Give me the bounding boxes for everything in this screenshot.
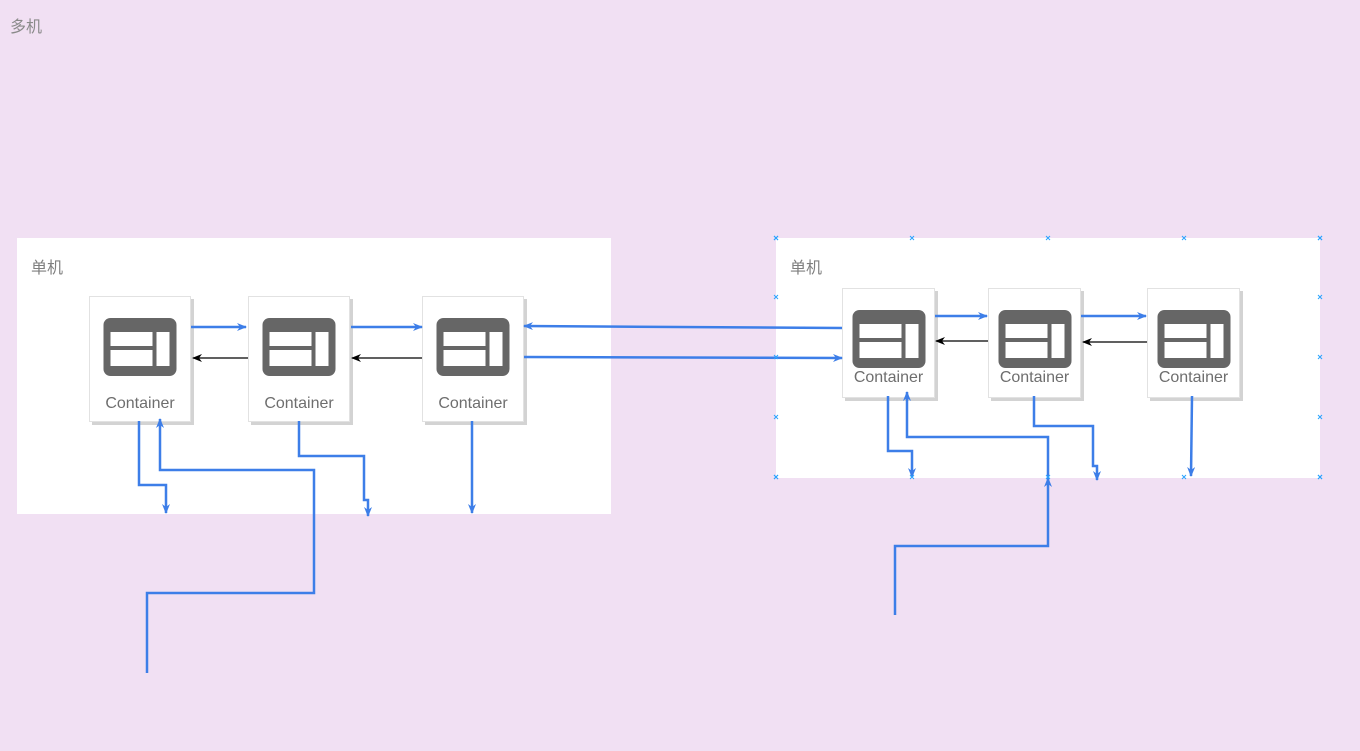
machine-left-label: 单机 xyxy=(31,258,64,277)
container-icon xyxy=(1157,310,1230,368)
container-icon xyxy=(262,318,336,376)
container-label: Container xyxy=(853,369,924,386)
container-right-1[interactable]: Container xyxy=(842,288,935,398)
container-left-2[interactable]: Container xyxy=(248,296,350,422)
container-label: Container xyxy=(105,395,175,412)
container-label: Container xyxy=(1158,369,1229,386)
container-label: Container xyxy=(438,395,508,412)
container-icon xyxy=(998,310,1071,368)
multi-machine-label: 多机 xyxy=(10,17,43,36)
container-right-3[interactable]: Container xyxy=(1147,288,1240,398)
container-left-1[interactable]: Container xyxy=(89,296,191,422)
container-right-2[interactable]: Container xyxy=(988,288,1081,398)
container-icon xyxy=(436,318,510,376)
container-left-3[interactable]: Container xyxy=(422,296,524,422)
container-label: Container xyxy=(999,369,1070,386)
container-icon xyxy=(852,310,925,368)
flow-arrow xyxy=(893,477,1052,615)
container-icon xyxy=(103,318,177,376)
machine-right-label: 单机 xyxy=(790,258,823,277)
container-label: Container xyxy=(264,395,334,412)
